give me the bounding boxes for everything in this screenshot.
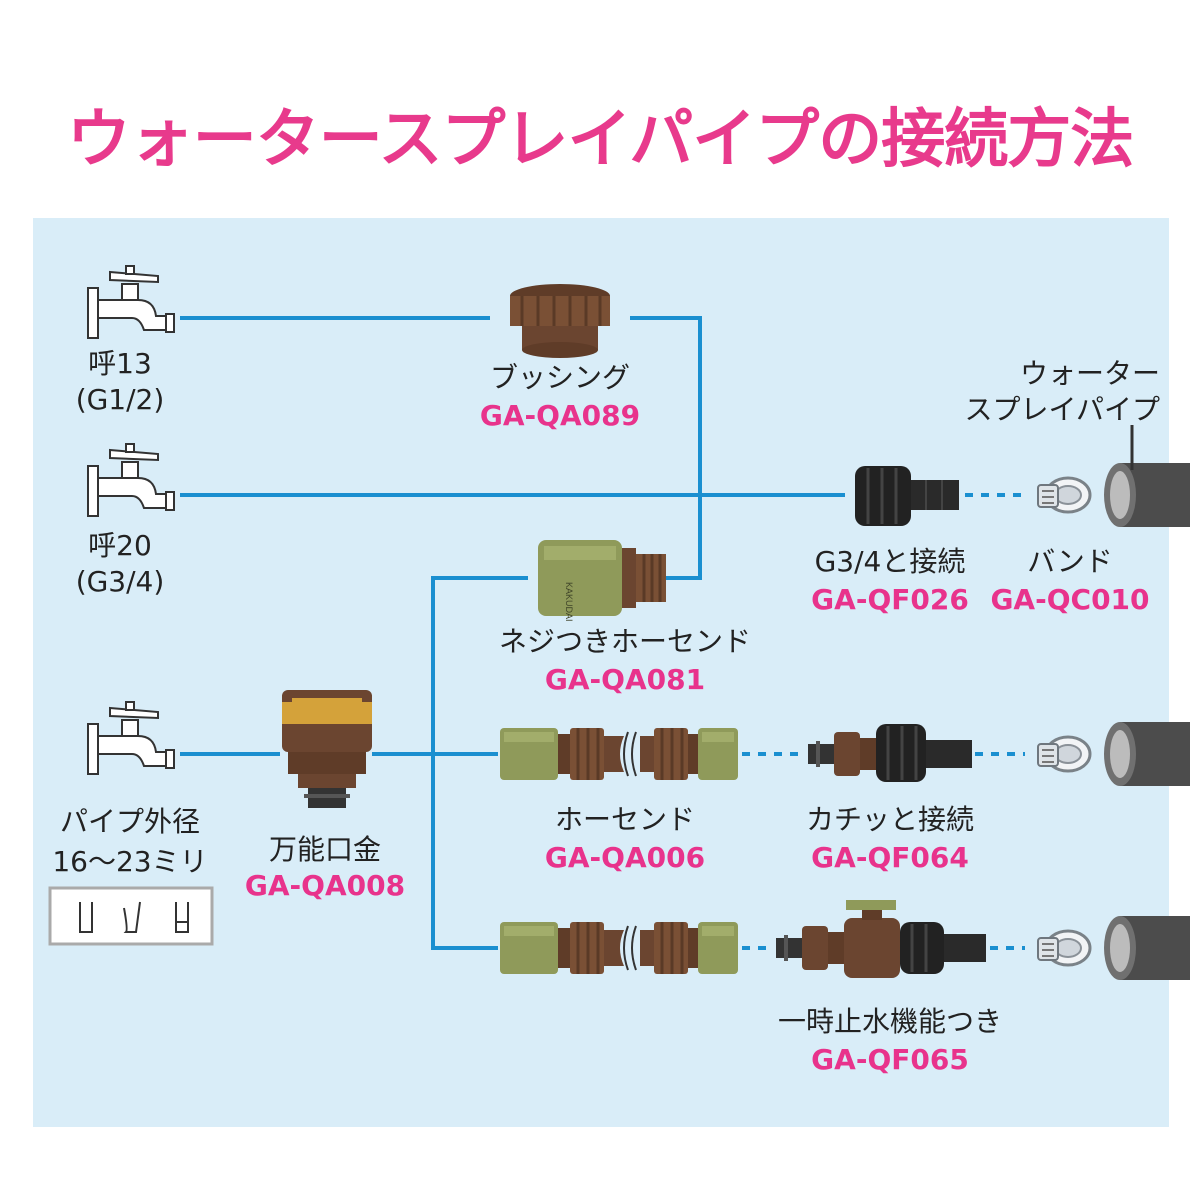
g34-connector-label: G3/4と接続 — [814, 545, 966, 578]
stop-connector-code: GA-QF065 — [811, 1043, 969, 1076]
universal-faucet-icon — [282, 690, 372, 808]
bushing-icon — [510, 284, 610, 358]
hose-end-code: GA-QA006 — [544, 841, 706, 874]
stop-connector-label: 一時止水機能つき — [777, 1005, 1002, 1038]
universal-faucet-label: 万能口金 — [268, 833, 381, 866]
click-connector-label: カチッと接続 — [805, 803, 974, 836]
g34-connector-icon — [855, 466, 959, 526]
faucet-13-size: (G1/2) — [75, 383, 165, 416]
hose-end-label: ホーセンド — [554, 803, 695, 836]
pipe-label-line1: ウォーター — [1019, 357, 1160, 390]
connection-lines — [180, 316, 845, 950]
threaded-hose-end-icon — [538, 540, 666, 616]
band-icon-3 — [1036, 929, 1092, 967]
band-code: GA-QC010 — [990, 583, 1150, 616]
universal-faucet-code: GA-QA008 — [244, 869, 406, 902]
hose-end-row1-icon — [498, 726, 740, 782]
pipe-label-line2: スプレイパイプ — [964, 393, 1160, 426]
click-connector-icon — [808, 724, 972, 782]
band-icon-2 — [1036, 735, 1092, 773]
page-title: ウォータースプレイパイプの接続方法 — [66, 103, 1135, 177]
pipe-end-2-icon — [1104, 722, 1190, 786]
band-label: バンド — [1027, 545, 1113, 578]
g34-connector-code: GA-QF026 — [811, 583, 969, 616]
pipe-end-1-icon — [1104, 463, 1190, 527]
faucet-pipe-name: パイプ外径 — [59, 805, 200, 838]
brand-text: KAKUDAI — [564, 582, 574, 622]
click-connector-code: GA-QF064 — [811, 841, 969, 874]
threaded-hose-end-label: ネジつきホーセンド — [498, 625, 751, 658]
stop-connector-icon — [776, 900, 986, 978]
threaded-hose-end-code: GA-QA081 — [544, 663, 706, 696]
bushing-code: GA-QA089 — [479, 399, 641, 432]
band-icon-1 — [1036, 476, 1092, 514]
diagram-panel — [33, 218, 1169, 1127]
bushing-label: ブッシング — [489, 361, 630, 394]
faucet-20-name: 呼20 — [88, 529, 152, 562]
faucet-20-size: (G3/4) — [75, 565, 165, 598]
hose-end-row2-icon — [498, 920, 740, 976]
faucet-13-icon — [87, 265, 175, 339]
pipe-shapes-icon — [48, 886, 214, 946]
faucet-13-name: 呼13 — [88, 347, 152, 380]
faucet-pipe-size: 16〜23ミリ — [52, 845, 208, 878]
dashed-connection-lines — [742, 493, 1025, 950]
pipe-end-3-icon — [1104, 916, 1190, 980]
faucet-pipe-icon — [87, 701, 175, 775]
faucet-20-icon — [87, 443, 175, 517]
